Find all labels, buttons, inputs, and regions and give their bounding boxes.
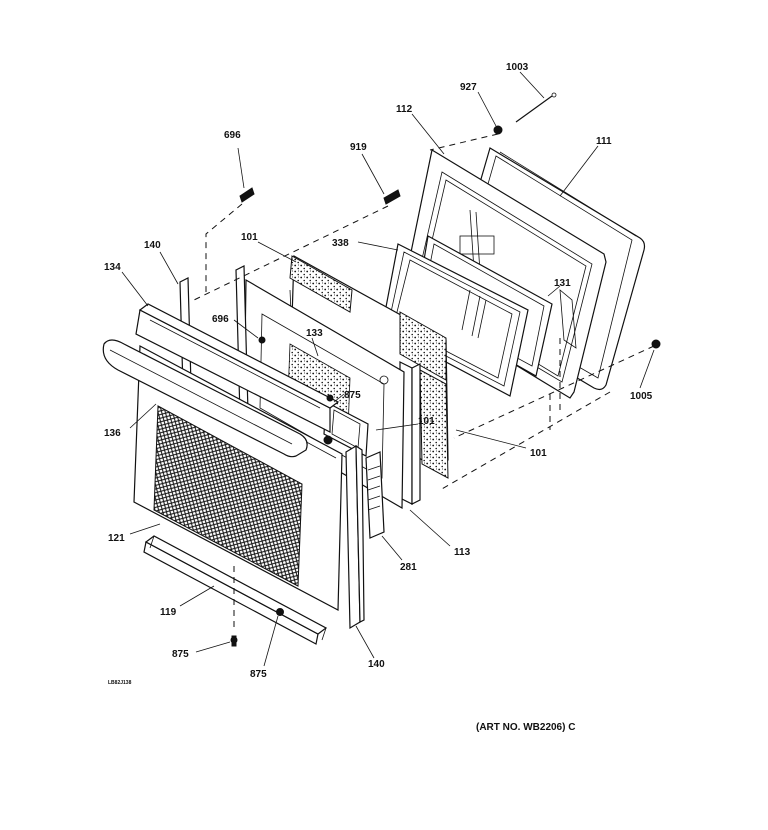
label-1005: 1005 <box>630 391 653 402</box>
label-919: 919 <box>350 142 367 153</box>
label-875-bottom: 875 <box>250 669 267 680</box>
label-112: 112 <box>396 104 413 115</box>
label-101-mid: 101 <box>418 416 435 427</box>
assembly-lines <box>193 133 655 632</box>
screw-696-mid-icon <box>258 336 266 344</box>
label-101-top: 101 <box>241 232 258 243</box>
label-134: 134 <box>104 262 121 273</box>
fasteners <box>230 92 661 647</box>
screw-875-bottom-icon <box>276 608 284 616</box>
screw-875-mid-icon <box>326 394 334 402</box>
label-696-mid: 696 <box>212 314 229 325</box>
label-875-left: 875 <box>172 649 189 660</box>
label-338: 338 <box>332 238 349 249</box>
label-101-right: 101 <box>530 448 547 459</box>
label-133: 133 <box>306 328 323 339</box>
label-111: 111 <box>596 136 612 147</box>
label-1003: 1003 <box>506 62 529 73</box>
drawing-code: LB82J138 <box>108 680 132 686</box>
door-handle-136 <box>102 339 308 458</box>
label-875-mid: 875 <box>344 390 361 401</box>
screw-1003-icon <box>515 92 557 123</box>
label-927: 927 <box>460 82 477 93</box>
label-140-top: 140 <box>144 240 161 251</box>
label-140-bottom: 140 <box>368 659 385 670</box>
screw-875-left-icon <box>230 635 238 647</box>
screw-927-icon <box>493 125 503 135</box>
label-113: 113 <box>454 547 471 558</box>
label-131: 131 <box>554 278 571 289</box>
part-labels: 1003 927 112 111 696 919 140 101 338 134… <box>104 62 653 680</box>
art-number: (ART NO. WB2206) C <box>476 722 575 733</box>
hinge-281 <box>365 451 385 539</box>
label-696: 696 <box>224 130 241 141</box>
label-121: 121 <box>108 533 125 544</box>
door-rail-140-right <box>345 444 365 630</box>
inner-glass-338 <box>381 243 529 397</box>
label-136: 136 <box>104 428 121 439</box>
leader-lines <box>121 71 655 667</box>
label-281: 281 <box>400 562 417 573</box>
label-119: 119 <box>160 607 177 618</box>
screw-696-icon <box>239 187 255 203</box>
screw-919-icon <box>383 189 401 205</box>
trim-134 <box>135 303 340 433</box>
